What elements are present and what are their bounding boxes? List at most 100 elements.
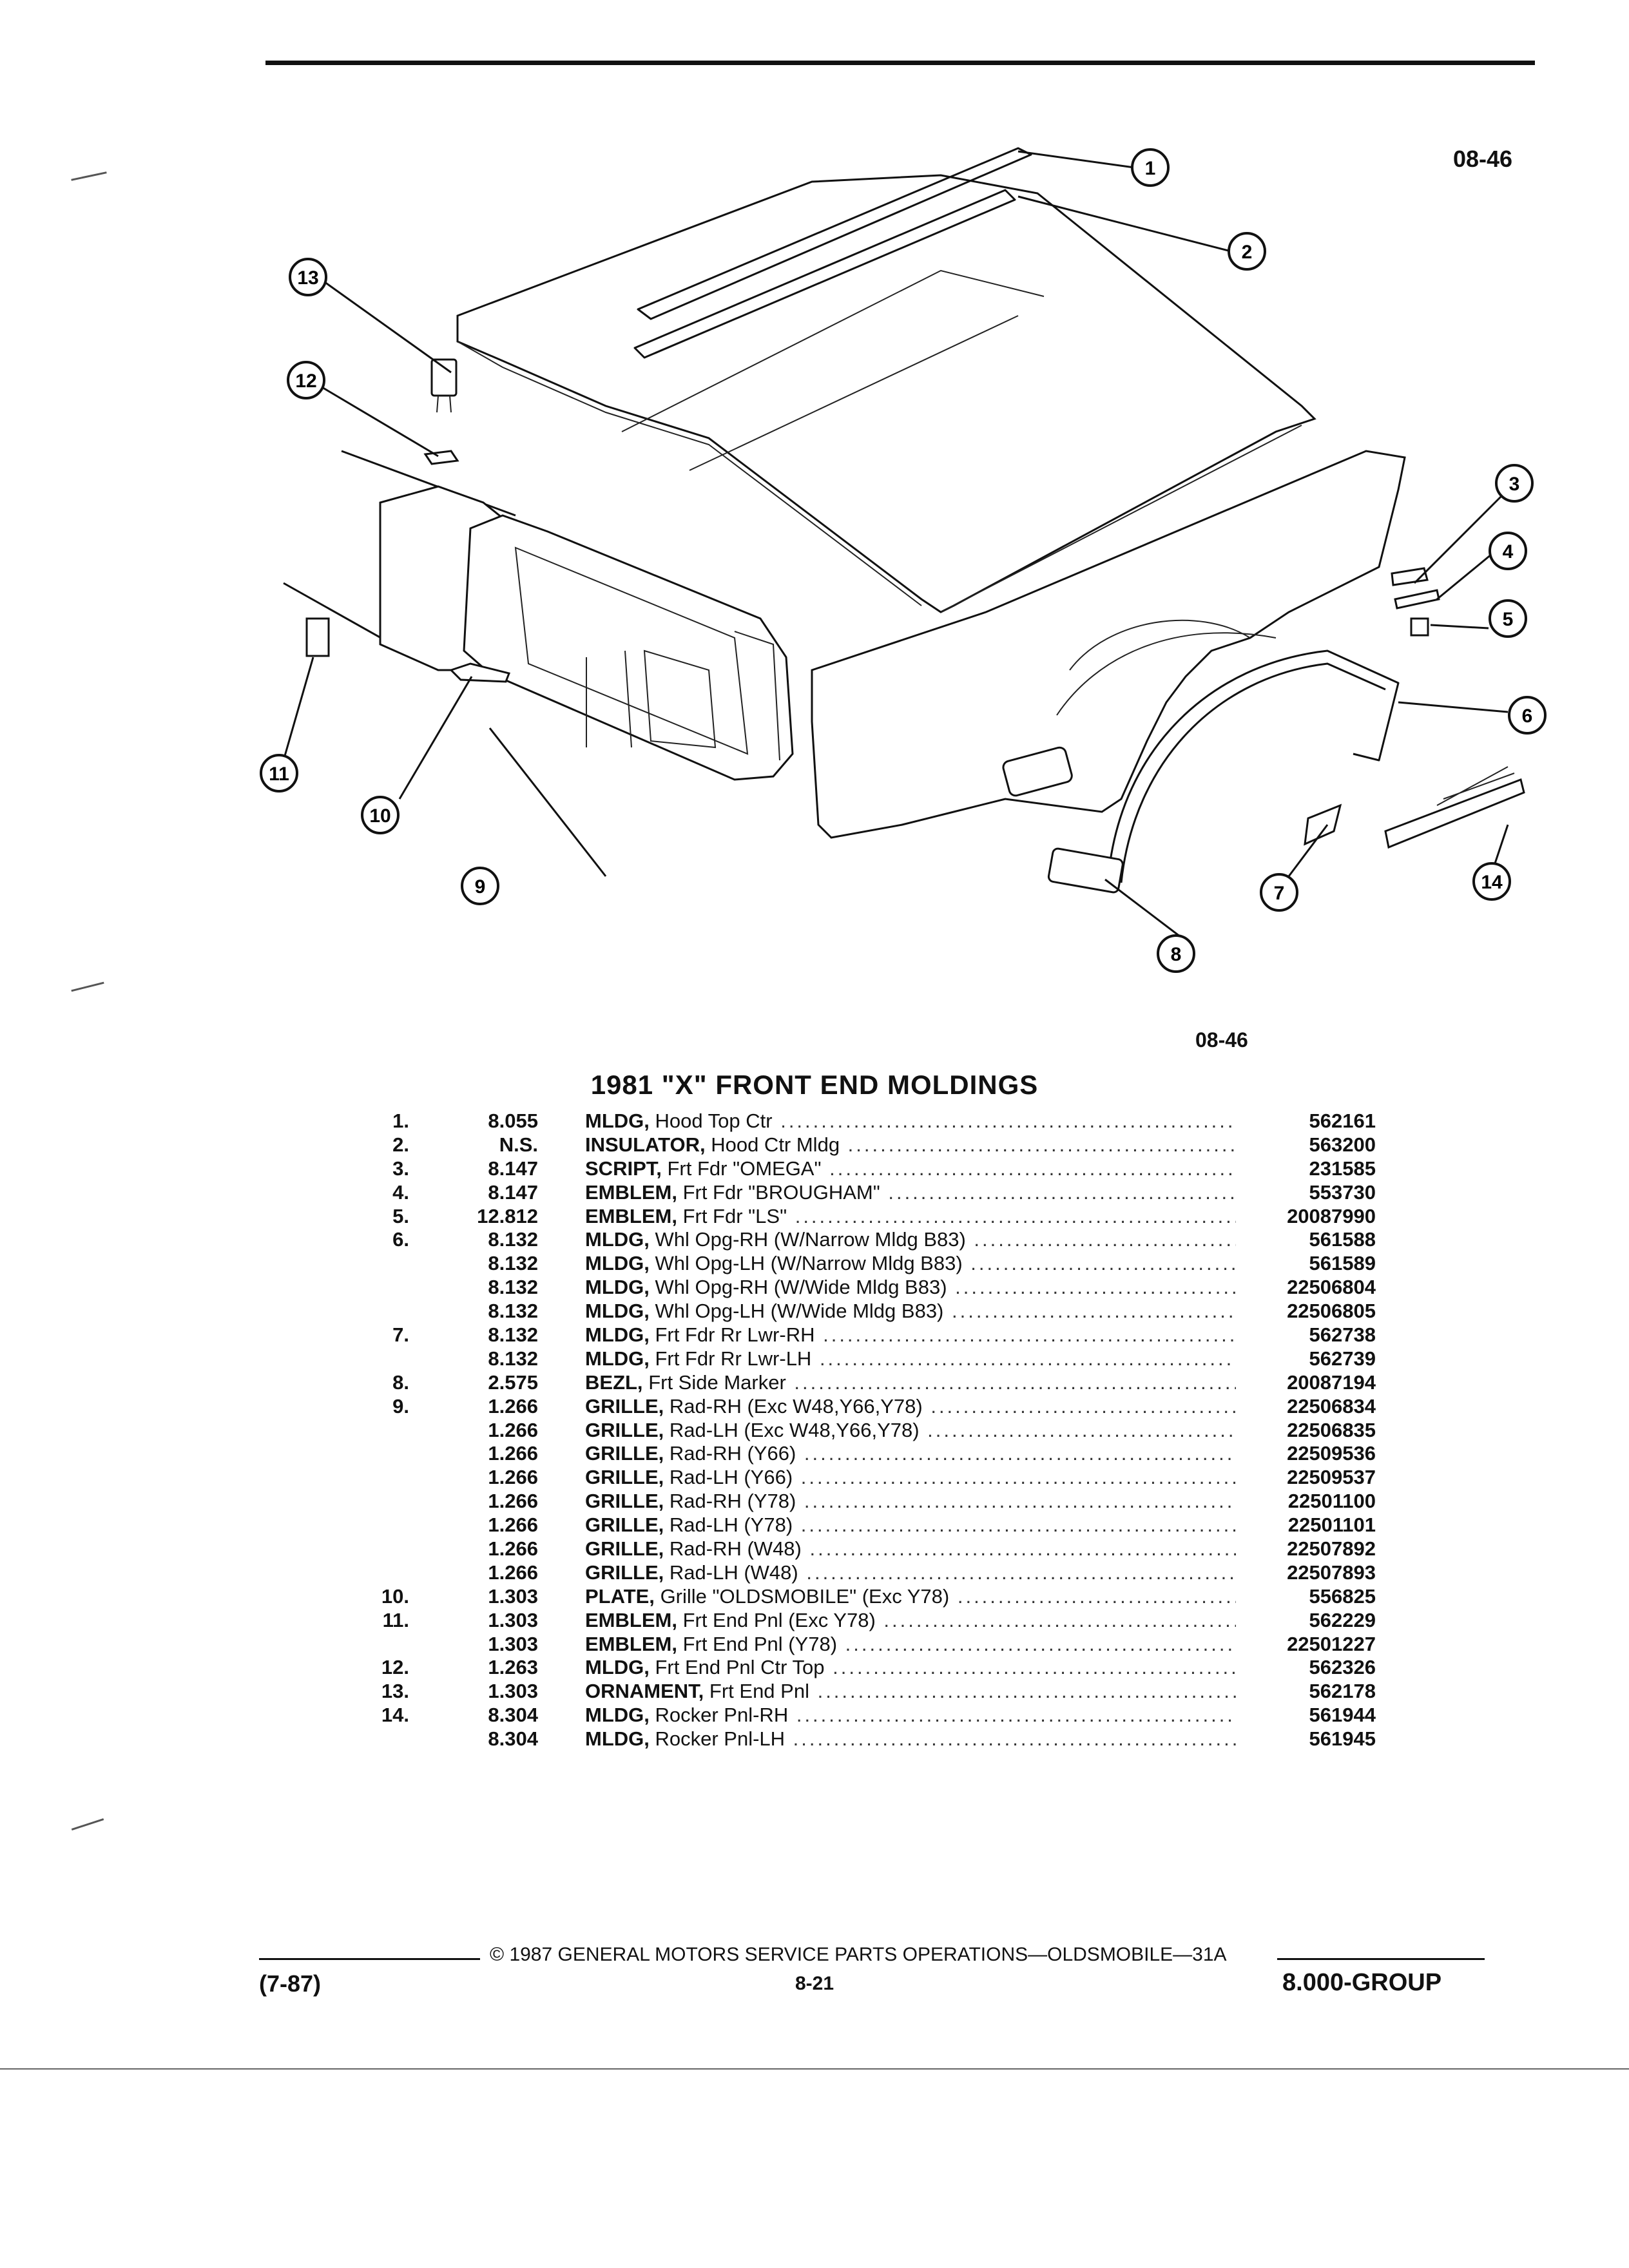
part-number: 561945 [1309, 1727, 1376, 1751]
part-name: MLDG, [585, 1727, 650, 1751]
part-description: GRILLE, Rad-LH (Y66) ...................… [585, 1466, 1236, 1490]
item-number: 14. [381, 1704, 409, 1727]
part-number: 561944 [1309, 1704, 1376, 1727]
part-description: MLDG, Hood Top Ctr .....................… [585, 1110, 1236, 1133]
part-name: MLDG, [585, 1704, 650, 1727]
callout-8: 8 [1157, 934, 1195, 973]
part-name: BEZL, [585, 1370, 643, 1394]
dot-leader: ........................................… [796, 1704, 1236, 1727]
part-description: EMBLEM, Frt Fdr "BROUGHAM" .............… [585, 1181, 1236, 1205]
part-detail: Rad-LH (Exc W48,Y66,Y78) [669, 1418, 920, 1441]
svg-text:14: 14 [1481, 872, 1503, 893]
figure-code-bottom: 08-46 [1195, 1028, 1248, 1052]
part-description: GRILLE, Rad-RH (W48) ...................… [585, 1537, 1236, 1561]
part-name: EMBLEM, [585, 1632, 677, 1655]
callout-12: 12 [287, 361, 325, 399]
side-marker-bezel [1047, 847, 1124, 894]
part-number: 231585 [1309, 1157, 1376, 1180]
item-number: 4. [392, 1180, 409, 1204]
part-number: 22501101 [1287, 1514, 1376, 1537]
group-number: 1.303 [488, 1608, 538, 1631]
svg-text:3: 3 [1509, 474, 1520, 495]
copyright-notice: © 1987 GENERAL MOTORS SERVICE PARTS OPER… [490, 1944, 1227, 1965]
part-name: MLDG, [585, 1276, 650, 1299]
part-name: MLDG, [585, 1252, 650, 1275]
hood-illustration [456, 174, 1316, 613]
group-number: 8.132 [488, 1323, 538, 1347]
part-name: EMBLEM, [585, 1204, 677, 1227]
group-number: 12.812 [477, 1204, 538, 1227]
group-number: 1.266 [488, 1466, 538, 1489]
dot-leader: ........................................… [817, 1680, 1236, 1703]
part-description: GRILLE, Rad-LH (Exc W48,Y66,Y78) .......… [585, 1419, 1236, 1443]
svg-text:8: 8 [1171, 944, 1182, 965]
callout-1: 1 [1131, 148, 1170, 187]
part-number: 22506804 [1287, 1276, 1376, 1299]
dot-leader: ........................................… [806, 1561, 1236, 1584]
dot-leader: ........................................… [974, 1228, 1236, 1251]
part-number: 20087194 [1287, 1370, 1376, 1394]
part-detail: Frt Fdr Rr Lwr-RH [655, 1323, 815, 1347]
part-name: MLDG, [585, 1656, 650, 1679]
part-description: GRILLE, Rad-LH (W48) ...................… [585, 1561, 1236, 1585]
part-name: INSULATOR, [585, 1133, 706, 1156]
group-number: 8.132 [488, 1228, 538, 1251]
group-number: 1.303 [488, 1632, 538, 1655]
part-number: 561589 [1309, 1252, 1376, 1275]
part-detail: Frt Side Marker [648, 1370, 786, 1394]
part-description: INSULATOR, Hood Ctr Mldg ...............… [585, 1133, 1236, 1157]
part-description: GRILLE, Rad-RH (Exc W48,Y66,Y78) .......… [585, 1395, 1236, 1419]
dot-leader: ........................................… [833, 1656, 1236, 1679]
leader-lines [282, 150, 1509, 942]
scan-mark [71, 171, 107, 181]
part-description: EMBLEM, Frt End Pnl (Y78) ..............… [585, 1633, 1236, 1657]
part-number: 22509537 [1287, 1466, 1376, 1489]
dot-leader: ........................................… [952, 1300, 1236, 1323]
part-description: MLDG, Whl Opg-LH (W/Wide Mldg B83) .....… [585, 1300, 1236, 1323]
dot-leader: ........................................… [793, 1727, 1236, 1751]
part-name: GRILLE, [585, 1537, 664, 1561]
dot-leader: ........................................… [794, 1370, 1236, 1394]
part-detail: Frt End Pnl Ctr Top [655, 1656, 825, 1679]
svg-text:12: 12 [295, 370, 316, 392]
svg-text:1: 1 [1145, 158, 1156, 179]
part-detail: Rocker Pnl-LH [655, 1727, 786, 1751]
parts-row: 1.303 EMBLEM, Frt End Pnl (Y78) .........… [358, 1633, 1376, 1657]
group-label: 8.000-GROUP [1282, 1969, 1442, 1996]
item-number: 6. [392, 1228, 409, 1251]
part-description: MLDG, Rocker Pnl-LH ....................… [585, 1727, 1236, 1751]
group-number: 1.266 [488, 1561, 538, 1584]
part-detail: Frt Fdr "LS" [682, 1204, 787, 1227]
part-name: GRILLE, [585, 1561, 664, 1584]
part-detail: Frt Fdr "OMEGA" [667, 1157, 822, 1180]
part-detail: Grille "OLDSMOBILE" (Exc Y78) [660, 1584, 950, 1608]
part-description: MLDG, Whl Opg-LH (W/Narrow Mldg B83) ...… [585, 1252, 1236, 1276]
dot-leader: ........................................… [780, 1110, 1236, 1132]
svg-text:7: 7 [1274, 883, 1285, 904]
dot-leader: ........................................… [957, 1584, 1236, 1608]
part-description: ORNAMENT, Frt End Pnl ..................… [585, 1680, 1236, 1704]
rocker-molding [1384, 778, 1525, 849]
part-number: 22509536 [1287, 1442, 1376, 1465]
part-detail: Frt End Pnl [709, 1680, 809, 1703]
scan-mark [71, 1818, 104, 1831]
part-name: MLDG, [585, 1347, 650, 1370]
callout-10: 10 [361, 796, 400, 834]
parts-row: 2.N.S.INSULATOR, Hood Ctr Mldg .........… [358, 1133, 1376, 1157]
callout-14: 14 [1472, 862, 1511, 901]
part-detail: Rocker Pnl-RH [655, 1704, 789, 1727]
part-name: GRILLE, [585, 1490, 664, 1513]
callout-11: 11 [260, 754, 298, 793]
callout-3: 3 [1495, 464, 1534, 503]
